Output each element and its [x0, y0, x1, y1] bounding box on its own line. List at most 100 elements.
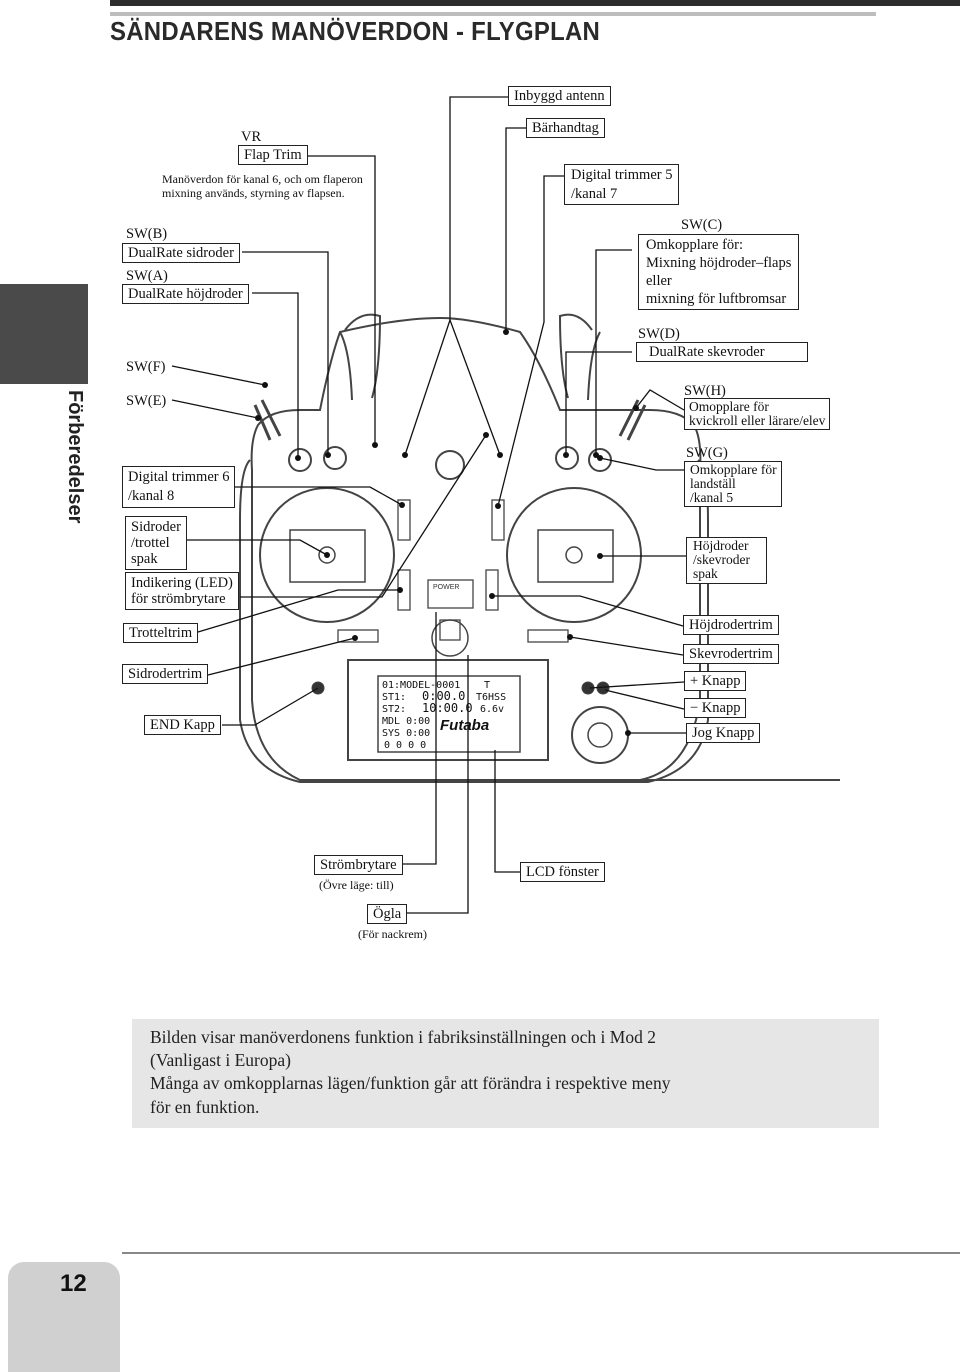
label-antenna: Inbyggd antenn — [508, 86, 611, 106]
label-swh-1: Omopplare för — [689, 399, 769, 414]
label-trim6-line1: Digital trimmer 6 — [128, 469, 230, 485]
label-flap-trim: Flap Trim — [238, 145, 308, 165]
left-stick — [318, 546, 336, 564]
right-horizontal-trim — [527, 629, 569, 643]
vr-knob — [435, 450, 465, 480]
leader-minus — [604, 689, 685, 710]
right-vertical-trim — [491, 499, 505, 541]
label-vr-desc-1: Manöverdon för kanal 6, och om flaperon — [162, 172, 363, 186]
label-right-stick-1: Höjdroder — [693, 538, 749, 553]
lcd-model-type: T — [484, 680, 490, 691]
label-throttle-trim: Trotteltrim — [123, 623, 199, 643]
label-power-switch-note: (Övre läge: till) — [319, 878, 394, 892]
label-swc-2: Mixning höjdroder–flaps — [646, 255, 792, 271]
right-stick-gimbal — [506, 487, 642, 623]
label-vr: VR — [241, 129, 262, 145]
label-jog-key: Jog Knapp — [686, 723, 761, 743]
label-swg-box: Omkopplare för landställ /kanal 5 — [684, 461, 782, 507]
header-bar — [110, 0, 960, 6]
label-ail-trim: Skevrodertrim — [683, 644, 779, 664]
label-swg-1: Omkopplare för — [690, 462, 777, 477]
label-power-switch: Strömbrytare — [314, 855, 403, 875]
leader-ail-trim — [569, 636, 684, 656]
label-minus-key: − Knapp — [684, 698, 747, 718]
label-swg-2: landställ — [690, 476, 736, 491]
info-note-line4: för en funktion. — [150, 1097, 260, 1117]
label-led-1: Indikering (LED) — [131, 575, 233, 591]
lcd-voltage: 6.6v — [480, 704, 504, 715]
label-swd-desc: DualRate skevroder — [636, 342, 808, 362]
leader-led — [240, 434, 487, 598]
lcd-system: T6HSS — [476, 692, 506, 703]
label-swc-1: Omkopplare för: — [646, 237, 744, 253]
label-swg-3: /kanal 5 — [690, 490, 734, 505]
leader-handle — [505, 127, 526, 332]
leader-rudder-trim — [207, 637, 356, 676]
label-left-stick-2: /trottel — [131, 535, 170, 551]
sw-c-switch — [555, 446, 579, 470]
label-right-stick-3: spak — [693, 566, 718, 581]
lcd-st1: ST1: — [382, 692, 406, 703]
label-right-stick: Höjdroder /skevroder spak — [686, 537, 767, 584]
leader-swg — [599, 457, 686, 471]
label-end-key: END Kapp — [144, 715, 221, 735]
leader-swe — [171, 399, 259, 419]
sw-h-lever — [618, 399, 647, 441]
power-label: POWER — [433, 584, 459, 591]
label-trim5-line1: Digital trimmer 5 — [571, 167, 673, 183]
leader-swa — [252, 292, 299, 458]
brand-logo: Futaba — [440, 717, 489, 734]
label-swg: SW(G) — [686, 445, 728, 461]
leader-throttle-trim — [197, 589, 400, 633]
label-swd: SW(D) — [638, 326, 680, 342]
info-note-line1: Bilden visar manöverdonens funktion i fa… — [150, 1027, 656, 1047]
label-trim5: Digital trimmer 5 /kanal 7 — [564, 164, 680, 205]
info-note-line3: Många av omkopplarnas lägen/funktion går… — [150, 1073, 671, 1093]
power-panel — [427, 579, 474, 609]
page-title: SÄNDARENS MANÖVERDON - FLYGPLAN — [110, 16, 601, 46]
label-swc-3: eller — [646, 273, 672, 289]
right-stick — [565, 546, 583, 564]
lcd-st2: ST2: — [382, 704, 406, 715]
label-handle: Bärhandtag — [526, 118, 605, 138]
label-swf: SW(F) — [126, 359, 166, 375]
sw-e-lever — [253, 399, 282, 441]
label-swc-box: Omkopplare för: Mixning höjdroder–flaps … — [638, 234, 800, 310]
label-swb: SW(B) — [126, 226, 168, 242]
label-lcd: LCD fönster — [520, 862, 605, 882]
leader-stick-left — [165, 539, 328, 556]
sw-b-switch — [323, 446, 347, 470]
info-note: Bilden visar manöverdonens funktion i fa… — [132, 1019, 879, 1128]
lcd-frame — [347, 659, 549, 761]
lcd-trims: 0 0 0 0 — [384, 740, 426, 751]
label-swc-4: mixning för luftbromsar — [646, 291, 787, 307]
label-left-stick-1: Sidroder — [131, 519, 181, 535]
label-swc: SW(C) — [681, 217, 723, 233]
label-elev-trim: Höjdrodertrim — [683, 615, 779, 635]
leader-swb — [242, 251, 329, 455]
footer-line — [122, 1252, 960, 1254]
label-plus-key: + Knapp — [684, 671, 747, 691]
leader-plus — [589, 681, 685, 689]
label-swa-desc: DualRate höjdroder — [122, 284, 249, 304]
label-eyelet: Ögla — [367, 904, 408, 924]
label-swb-desc: DualRate sidroder — [122, 243, 240, 263]
page-number-tab — [8, 1262, 120, 1372]
lcd-window — [377, 675, 521, 753]
label-trim6: Digital trimmer 6 /kanal 8 — [122, 466, 236, 508]
jog-dial — [571, 706, 629, 764]
lcd-st1-time: 0:00.0 — [422, 689, 465, 703]
leader-lcd — [494, 750, 520, 873]
page-number: 12 — [60, 1270, 87, 1297]
label-right-stick-2: /skevroder — [693, 552, 750, 567]
label-rudder-trim: Sidrodertrim — [122, 664, 209, 684]
label-trim5-line2: /kanal 7 — [571, 186, 618, 202]
label-swa: SW(A) — [126, 268, 168, 284]
label-left-stick-3: spak — [131, 551, 158, 567]
leader-swh — [635, 389, 685, 411]
leader-swc — [595, 249, 632, 455]
label-vr-desc-2: mixning används, styrning av flapsen. — [162, 186, 345, 200]
leader-end — [222, 687, 319, 726]
leader-elev-trim — [492, 595, 684, 627]
